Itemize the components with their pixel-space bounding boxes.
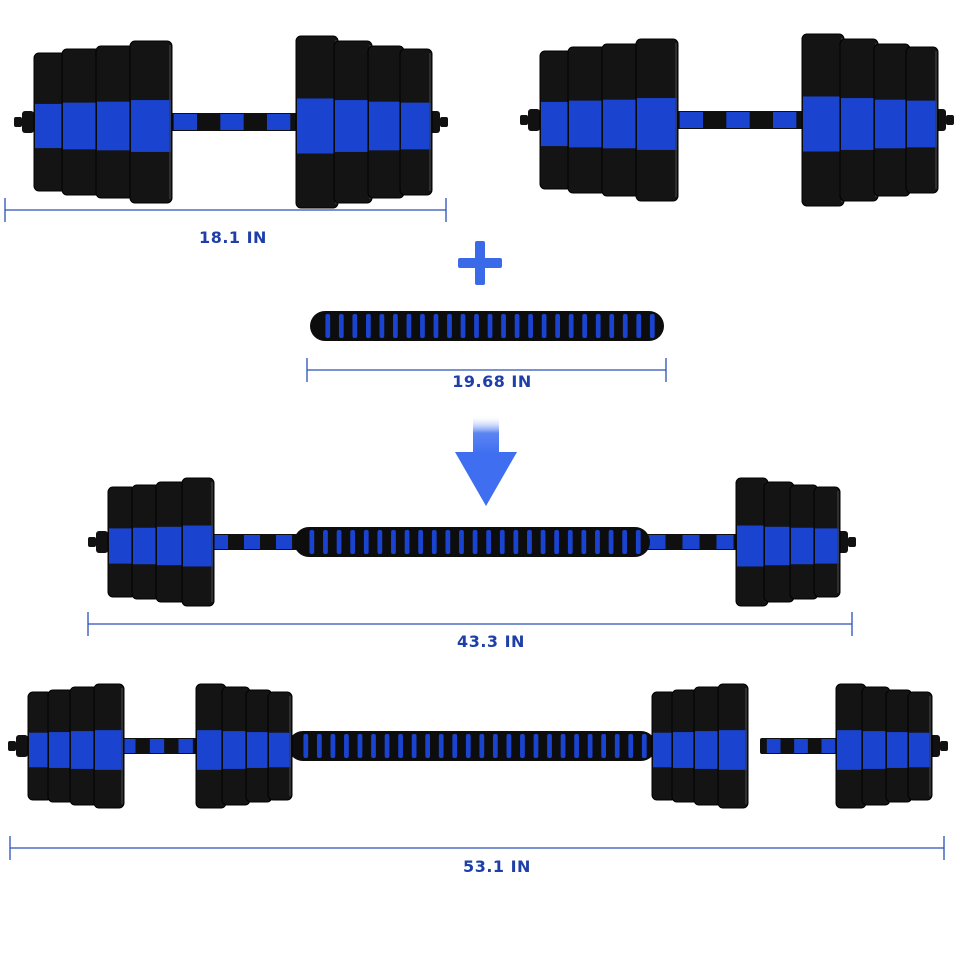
weight-plate [835, 683, 867, 809]
weight-plate [907, 691, 933, 801]
barbell-length-label: 43.3 IN [457, 632, 525, 651]
dumbbell-length-label: 18.1 IN [199, 228, 267, 247]
dimension-line-dumbbell [4, 198, 447, 222]
extended-barbell-length-label: 53.1 IN [463, 857, 531, 876]
end-cap [520, 109, 540, 131]
weight-plate [717, 683, 749, 809]
handle-collar [640, 534, 742, 550]
barbell [88, 477, 856, 607]
weight-plate [839, 38, 879, 202]
dumbbell-right [520, 33, 954, 207]
weight-plate [635, 38, 679, 202]
dimension-line-barbell [87, 612, 853, 636]
arrow-down-icon [455, 416, 517, 506]
dimension-line-connector-bar [306, 358, 667, 382]
dumbbell-left [14, 35, 448, 209]
weight-plate [801, 33, 845, 207]
end-cap [88, 531, 108, 553]
weight-plate [221, 686, 251, 806]
weight-plate [295, 35, 339, 209]
foam-bar [310, 311, 664, 341]
connector-bar [310, 311, 664, 341]
weight-plate [95, 45, 135, 199]
handle-collar [760, 738, 842, 754]
weight-plate [905, 46, 939, 194]
dimension-line-extended-barbell [9, 836, 945, 860]
handle-collar [668, 111, 808, 129]
weight-plate [93, 683, 125, 809]
weight-plate [399, 48, 433, 196]
weight-plate [601, 43, 641, 197]
weight-plate [539, 50, 573, 190]
weight-plate [333, 40, 373, 204]
weight-plate [61, 48, 101, 196]
weight-plate [181, 477, 215, 607]
weight-plate [651, 691, 677, 801]
foam-bar [294, 527, 650, 557]
plus-icon [458, 241, 502, 285]
handle-collar [114, 738, 200, 754]
weight-plate [267, 691, 293, 801]
extended-barbell [8, 683, 948, 809]
handle-collar [204, 534, 300, 550]
weight-plate [367, 45, 405, 199]
foam-bar [288, 731, 656, 761]
weight-plate [735, 477, 769, 607]
end-cap [8, 735, 28, 757]
weight-plate [131, 484, 161, 600]
handle-collar [162, 113, 302, 131]
connector-bar-length-label: 19.68 IN [452, 372, 532, 391]
weight-plate [567, 46, 607, 194]
weight-plate [33, 52, 67, 192]
weight-plate [129, 40, 173, 204]
weight-plate [813, 486, 841, 598]
end-cap [14, 111, 34, 133]
weight-plate [873, 43, 911, 197]
